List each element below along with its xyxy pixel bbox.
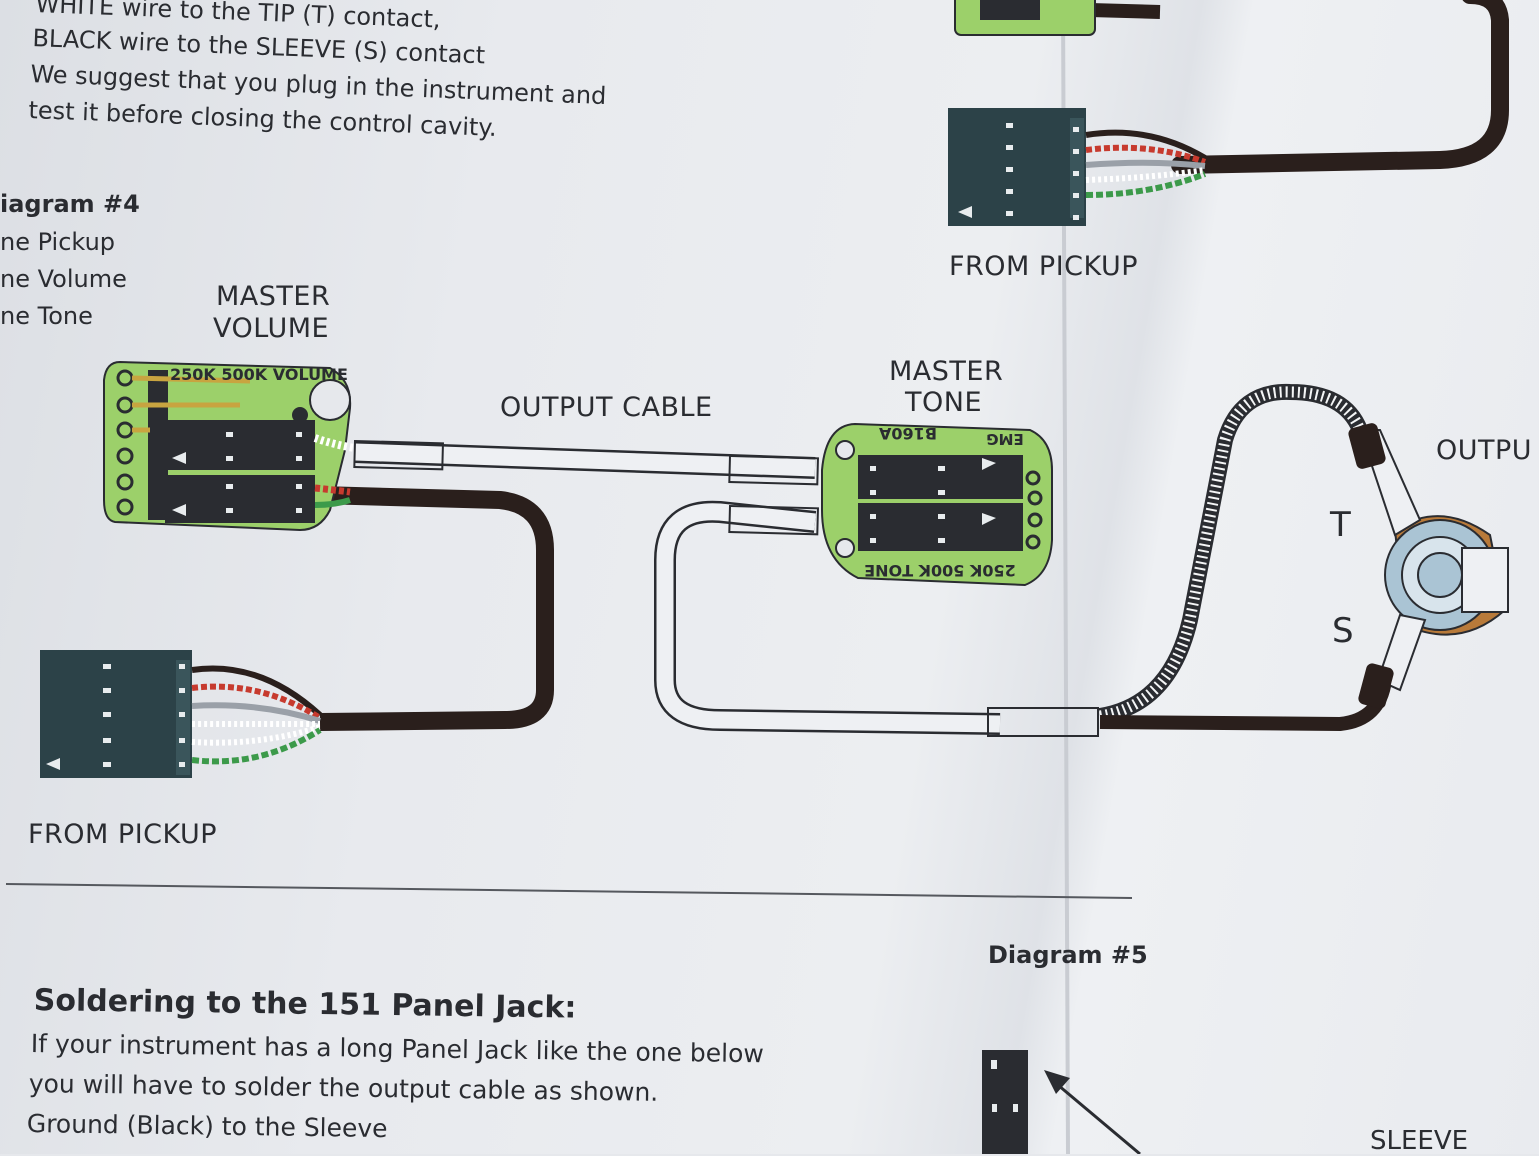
output-cable-tube [353, 439, 819, 486]
right-pickup-connector [948, 108, 1207, 226]
output-cable-label: OUTPUT CABLE [500, 392, 713, 423]
section-divider [5, 883, 1133, 899]
section2-title: Soldering to the 151 Panel Jack: [33, 983, 577, 1026]
right-pickup-cable [1171, 0, 1509, 174]
panel-jack-diagram5 [982, 1050, 1141, 1154]
master-tone-label-1: MASTER [889, 356, 1004, 387]
output-jack [1348, 423, 1509, 709]
diagram4-spec-tone: ne Tone [0, 302, 93, 330]
section2-line-3: Ground (Black) to the Sleeve [26, 1109, 388, 1144]
diagram4-title: iagram #4 [0, 190, 140, 218]
left-pickup-connector [40, 650, 323, 778]
tip-label: T [1330, 505, 1351, 545]
master-volume-label-2: VOLUME [213, 313, 330, 344]
diagram4-spec-volume: ne Volume [0, 265, 127, 293]
volume-pot-text: 250K 500K VOLUME [170, 365, 348, 384]
jack-tip-wire [1099, 386, 1366, 722]
tone-to-jack-cable [654, 500, 1099, 737]
left-pickup-cable [319, 486, 554, 731]
top-partial-connector [954, 0, 1096, 36]
right-pickup-cable-end [1089, 3, 1161, 19]
tone-pot-text-bottom: 250K 500K TONE [864, 561, 1016, 580]
diagram4-spec-pickup: ne Pickup [0, 228, 116, 256]
master-tone-pot: B160A EMG 250K 500K TONE [821, 422, 1053, 587]
from-pickup-left-label: FROM PICKUP [28, 819, 218, 850]
tone-pot-text-left: B160A [878, 424, 937, 443]
master-volume-label-1: MASTER [216, 281, 331, 312]
master-tone-label-2: TONE [905, 387, 983, 418]
diagram5-sleeve-label: SLEEVE [1370, 1126, 1469, 1156]
output-jack-label: OUTPU [1436, 435, 1533, 466]
sleeve-label: S [1332, 611, 1354, 651]
diagram5-title: Diagram #5 [988, 941, 1148, 969]
from-pickup-right-label: FROM PICKUP [949, 251, 1139, 282]
master-volume-pot: 250K 500K VOLUME [103, 360, 356, 532]
tone-pot-text-right: EMG [986, 430, 1024, 448]
